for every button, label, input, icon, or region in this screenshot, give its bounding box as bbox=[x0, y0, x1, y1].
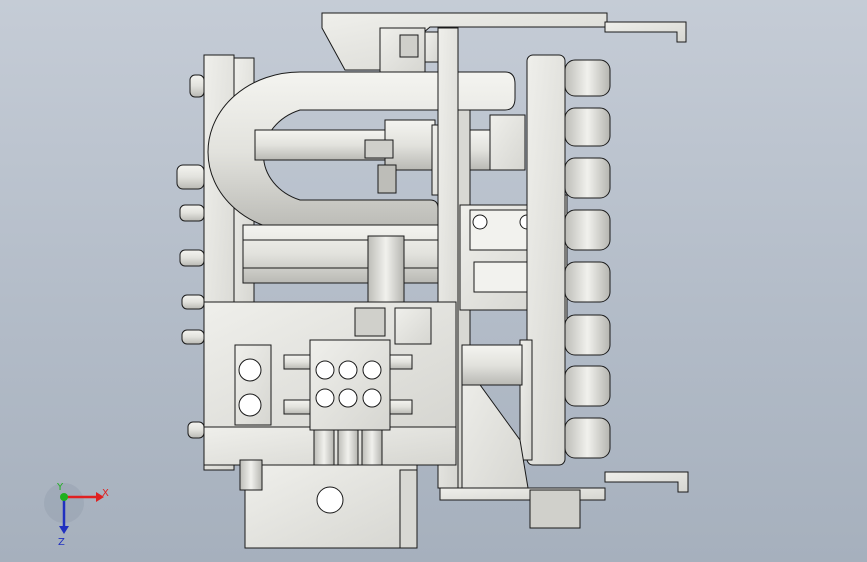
bottom-block bbox=[239, 459, 418, 549]
u-tube bbox=[207, 71, 516, 233]
top-bracket bbox=[321, 12, 687, 73]
y-axis-label: Y bbox=[56, 482, 64, 493]
valve-bank bbox=[234, 339, 413, 481]
z-axis-label: Z bbox=[58, 537, 65, 548]
y-axis-dot bbox=[60, 493, 68, 501]
shaft-assembly bbox=[254, 114, 526, 196]
pulley-stack bbox=[564, 59, 611, 459]
bottom-bracket bbox=[439, 471, 689, 529]
coordinate-triad: X Y Z bbox=[44, 482, 109, 548]
lower-bracket bbox=[461, 344, 529, 489]
pneumatic-cylinder bbox=[242, 224, 459, 305]
x-axis-label: X bbox=[102, 488, 109, 499]
right-plate bbox=[519, 54, 566, 466]
